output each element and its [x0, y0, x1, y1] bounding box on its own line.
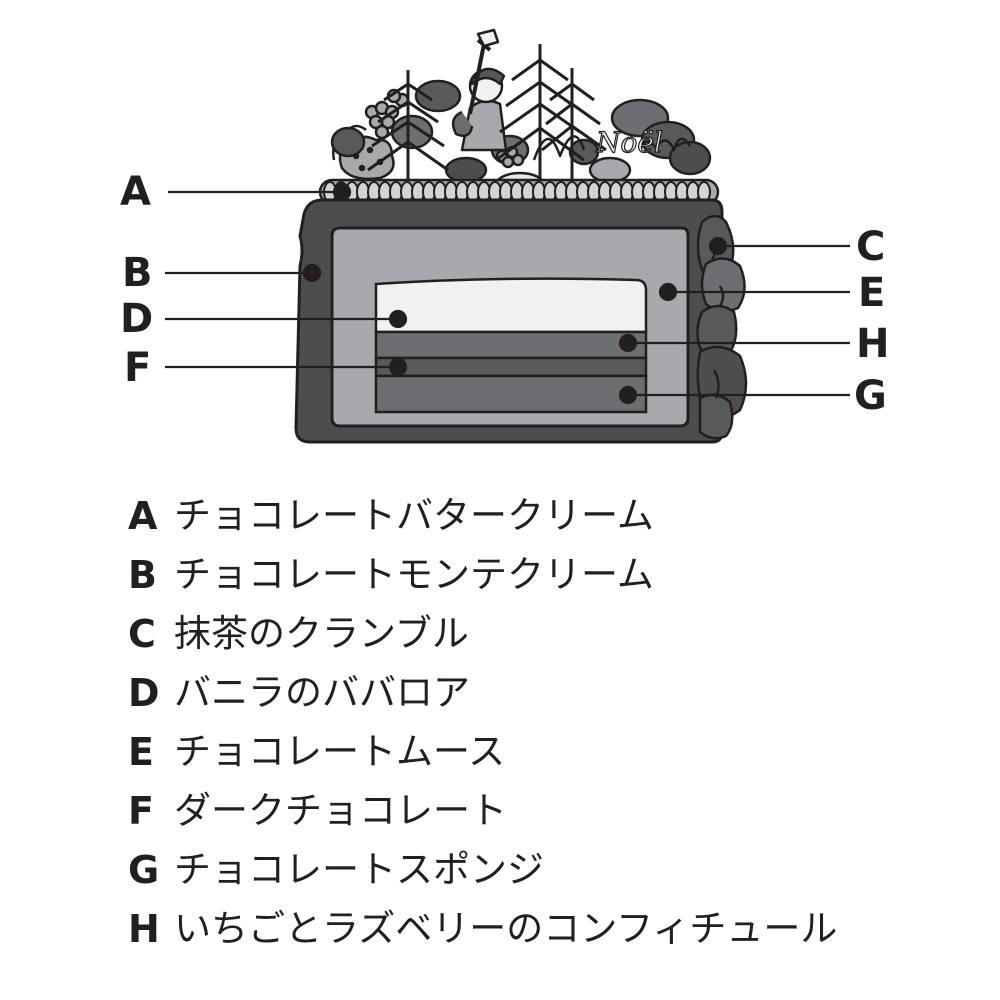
legend-letter: C — [128, 611, 156, 656]
callout-label-b: B — [122, 250, 153, 296]
callout-dot-g — [618, 385, 638, 405]
callout-dot-f — [388, 357, 408, 377]
legend-item: F ダークチョコレート — [128, 781, 988, 840]
layer-h-berry-confiture — [374, 330, 648, 360]
legend-text: ダークチョコレート — [174, 789, 507, 832]
callout-dot-d — [388, 309, 408, 329]
legend-item: C 抹茶のクランブル — [128, 604, 988, 663]
legend-text: 抹茶のクランブル — [174, 612, 469, 655]
callout-label-e: E — [858, 270, 885, 316]
cake-toppings-illustration: Noël — [330, 28, 712, 199]
legend-text: チョコレートバタークリーム — [174, 494, 654, 537]
legend-letter: E — [128, 729, 154, 774]
layer-d-vanilla-bavarois — [374, 277, 648, 334]
legend-item: B チョコレートモンテクリーム — [128, 545, 988, 604]
legend-letter: A — [128, 493, 158, 538]
legend-letter: B — [128, 552, 157, 597]
legend-item: D バニラのババロア — [128, 663, 988, 722]
legend-letter: D — [128, 670, 160, 715]
legend-text: バニラのババロア — [174, 671, 470, 714]
cake-cross-section-diagram: Noël — [120, 28, 889, 444]
callout-label-h: H — [856, 321, 889, 367]
callout-label-d: D — [120, 296, 153, 342]
legend-item: H いちごとラズベリーのコンフィチュール — [128, 899, 988, 958]
layer-f-dark-chocolate — [374, 356, 648, 378]
callout-label-c: C — [856, 224, 885, 270]
legend-letter: F — [128, 788, 154, 833]
callout-label-f: F — [124, 345, 151, 391]
legend-letter: H — [128, 906, 160, 951]
callout-dot-e — [658, 282, 678, 302]
noel-decoration-text: Noël — [595, 126, 663, 159]
legend-text: チョコレートモンテクリーム — [174, 553, 654, 596]
legend-item: A チョコレートバタークリーム — [128, 486, 988, 545]
legend: A チョコレートバタークリーム B チョコレートモンテクリーム C 抹茶のクラン… — [128, 486, 988, 958]
legend-item: G チョコレートスポンジ — [128, 840, 988, 899]
legend-letter: G — [128, 847, 160, 892]
legend-item: E チョコレートムース — [128, 722, 988, 781]
callout-dot-b — [302, 263, 322, 283]
layer-g-chocolate-sponge — [374, 374, 648, 414]
callout-label-g: G — [854, 373, 887, 419]
legend-text: チョコレートスポンジ — [174, 848, 544, 891]
callout-label-a: A — [120, 169, 151, 215]
callout-dot-h — [618, 333, 638, 353]
legend-text: チョコレートムース — [174, 730, 506, 773]
callout-dot-a — [332, 182, 352, 202]
legend-text: いちごとラズベリーのコンフィチュール — [174, 907, 838, 950]
callout-dot-c — [708, 236, 728, 256]
